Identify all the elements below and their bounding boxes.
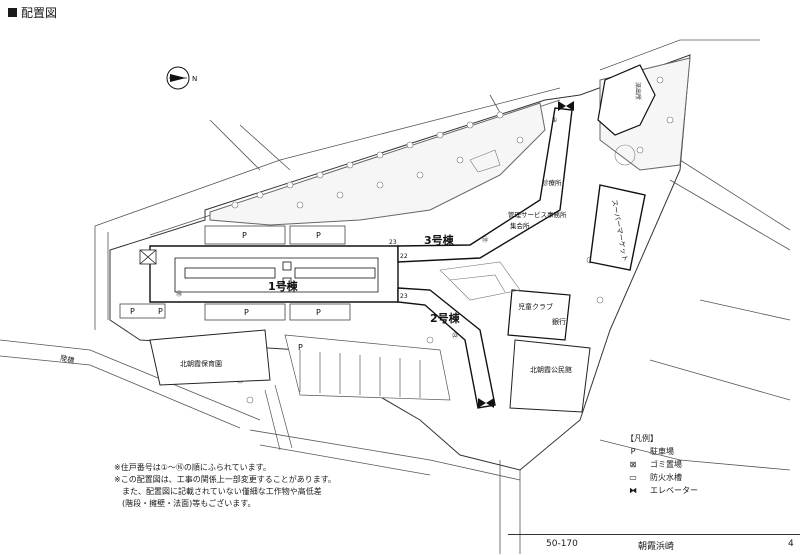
bank-label: 銀行: [552, 317, 566, 326]
legend-title: 【凡例】: [626, 434, 658, 443]
road-line: [669, 179, 791, 251]
road-line: [699, 299, 791, 321]
compass-label: N: [192, 75, 197, 83]
childclub-label: 児童クラブ: [518, 302, 553, 311]
community-label: 北朝霞公民館: [530, 365, 572, 374]
compass-icon: [166, 66, 190, 90]
elevator-icon: ⧓: [629, 486, 637, 495]
building-3-label: 3号棟: [424, 233, 455, 247]
green-belt: [209, 102, 546, 226]
water-tank-icon: ▭: [629, 473, 637, 482]
note-line: また、配置図に記載されていない僅細な工作物や高低差: [114, 487, 322, 496]
unit-number: ①: [552, 117, 557, 124]
road-line: [599, 439, 791, 471]
footer-page: 4: [788, 539, 794, 549]
unit-number: 23: [400, 293, 408, 300]
legend-item-water-tank: ▭ 防火水槽: [626, 471, 698, 484]
unit-number: ㉒: [452, 332, 458, 340]
unit-number: ⑭: [482, 236, 488, 244]
clinic-label: 診療所: [542, 178, 562, 187]
elevator-icon: [478, 101, 574, 408]
parking-label: P: [316, 231, 321, 240]
community-hall-building: [509, 339, 591, 413]
building-1: [149, 245, 399, 303]
road-line: [0, 339, 261, 421]
road-line: [94, 87, 561, 227]
unit-number: 23: [389, 239, 397, 246]
page-footer: 50-170 朝霞浜崎 4: [508, 534, 800, 555]
building-3: [397, 107, 573, 263]
note-line: (階段・擁壁・法面)等もございます。: [114, 499, 256, 508]
legend-item-elevator: ⧓ エレベーター: [626, 484, 698, 497]
supermarket-building: [589, 184, 646, 271]
road-line: [649, 359, 791, 401]
road-line: [259, 444, 431, 476]
parking-label: P: [244, 308, 249, 317]
page-header: 配置図: [8, 4, 57, 21]
road-line: [209, 119, 261, 171]
footer-code: 50-170: [546, 539, 578, 549]
parking-label: P: [158, 307, 163, 316]
road-line: [599, 39, 760, 71]
garbage-box-icon: [139, 249, 157, 265]
police-building: [597, 64, 656, 136]
road-line: [239, 124, 291, 171]
road-line: [249, 429, 521, 481]
parking-label: P: [298, 343, 303, 352]
mgmt-label: 管理サービス事務所: [508, 210, 567, 219]
parking-label: P: [130, 307, 135, 316]
police-label: 派出所: [634, 82, 642, 100]
legend-label: ゴミ置場: [650, 460, 682, 469]
building-2-label: 2号棟: [430, 311, 461, 325]
map-legend: 【凡例】 P 駐車場 ⊠ ゴミ置場 ▭ 防火水槽 ⧓ エレベーター: [626, 432, 698, 497]
road-line: [679, 159, 791, 231]
notes-block: ※住戸番号は①〜⑯の順にふられています。 ※この配置図は、工事の関係上一部変更す…: [114, 462, 336, 510]
parking-label: P: [242, 231, 247, 240]
childclub-building: [507, 289, 571, 341]
legend-item-parking: P 駐車場: [626, 445, 698, 458]
parking-symbol: P: [630, 447, 636, 456]
legend-label: 防火水槽: [650, 473, 682, 482]
nursery-building: [149, 329, 271, 386]
unit-number: ⑯: [176, 290, 182, 298]
hall-label: 集会所: [510, 221, 530, 230]
building-1-label: 1号棟: [268, 279, 299, 293]
nursery-label: 北朝霞保育園: [180, 359, 222, 368]
legend-label: 駐車場: [650, 447, 674, 456]
legend-item-garbage: ⊠ ゴミ置場: [626, 458, 698, 471]
unit-number: 22: [400, 253, 408, 260]
garbage-icon: ⊠: [629, 460, 637, 469]
header-square-icon: [8, 8, 17, 17]
footer-name: 朝霞浜崎: [638, 542, 675, 552]
note-line: ※この配置図は、工事の関係上一部変更することがあります。: [114, 475, 336, 484]
legend-label: エレベーター: [650, 486, 698, 495]
road-line: [0, 355, 241, 429]
parking-label: P: [316, 308, 321, 317]
road-label: 陸橋: [60, 353, 76, 365]
page-title: 配置図: [21, 6, 58, 20]
note-line: ※住戸番号は①〜⑯の順にふられています。: [114, 463, 271, 472]
